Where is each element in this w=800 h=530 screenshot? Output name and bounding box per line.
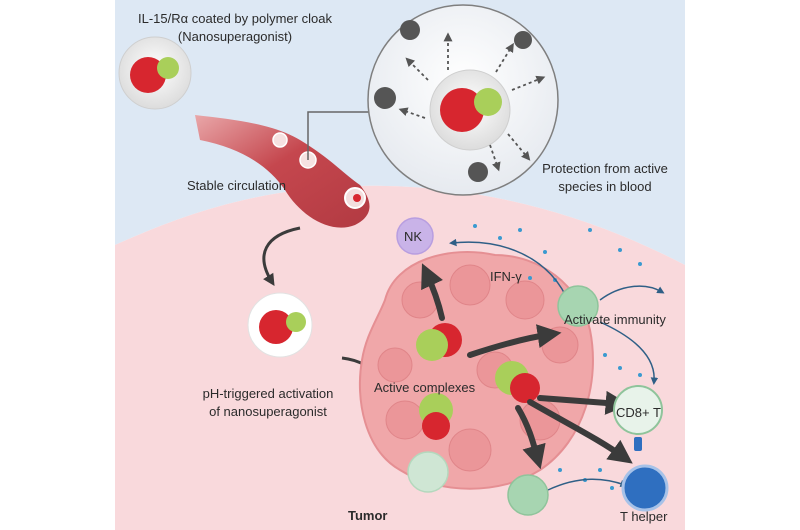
nanosuperagonist-title-line2: (Nanosuperagonist) xyxy=(177,29,293,44)
ph-activation-line1: pH-triggered activation xyxy=(202,386,334,401)
zoom-inset-circle xyxy=(367,4,559,196)
nanosuperagonist-title-line1: IL-15/Rα coated by polymer cloak xyxy=(138,11,332,26)
naive-t-cell-bottom xyxy=(507,474,549,516)
nk-cell xyxy=(396,217,434,255)
t-helper-cell xyxy=(621,464,669,512)
active-complex-3 xyxy=(419,393,453,440)
signal-arrows xyxy=(449,238,665,491)
activated-t-cell xyxy=(557,285,599,327)
protection-label-line2: species in blood xyxy=(558,179,652,194)
protection-label-line1: Protection from active xyxy=(542,161,668,176)
activation-arrows xyxy=(421,263,633,470)
cd8-t-cell xyxy=(613,385,663,451)
cd8-t-label: CD8+ T xyxy=(616,405,661,420)
naive-t-cell-left xyxy=(407,451,449,493)
activated-particle xyxy=(247,292,313,358)
nanosuperagonist-particle xyxy=(118,36,192,110)
active-complex-1 xyxy=(416,323,462,361)
t-helper-label: T helper xyxy=(620,509,668,524)
active-complexes-label: Active complexes xyxy=(374,380,476,395)
tumor-label: Tumor xyxy=(348,508,388,523)
zoom-connector-line xyxy=(307,111,372,160)
nk-label: NK xyxy=(404,229,423,244)
active-complex-2 xyxy=(495,361,540,403)
ifn-gamma-label: IFN-γ xyxy=(490,269,522,284)
blood-vessel xyxy=(195,115,370,228)
ph-activation-line2: of nanosuperagonist xyxy=(209,404,327,419)
tumor-mass xyxy=(358,251,594,490)
release-arrow xyxy=(262,226,301,287)
stable-circulation-label: Stable circulation xyxy=(187,178,286,193)
activate-immunity-label: Activate immunity xyxy=(564,312,666,327)
